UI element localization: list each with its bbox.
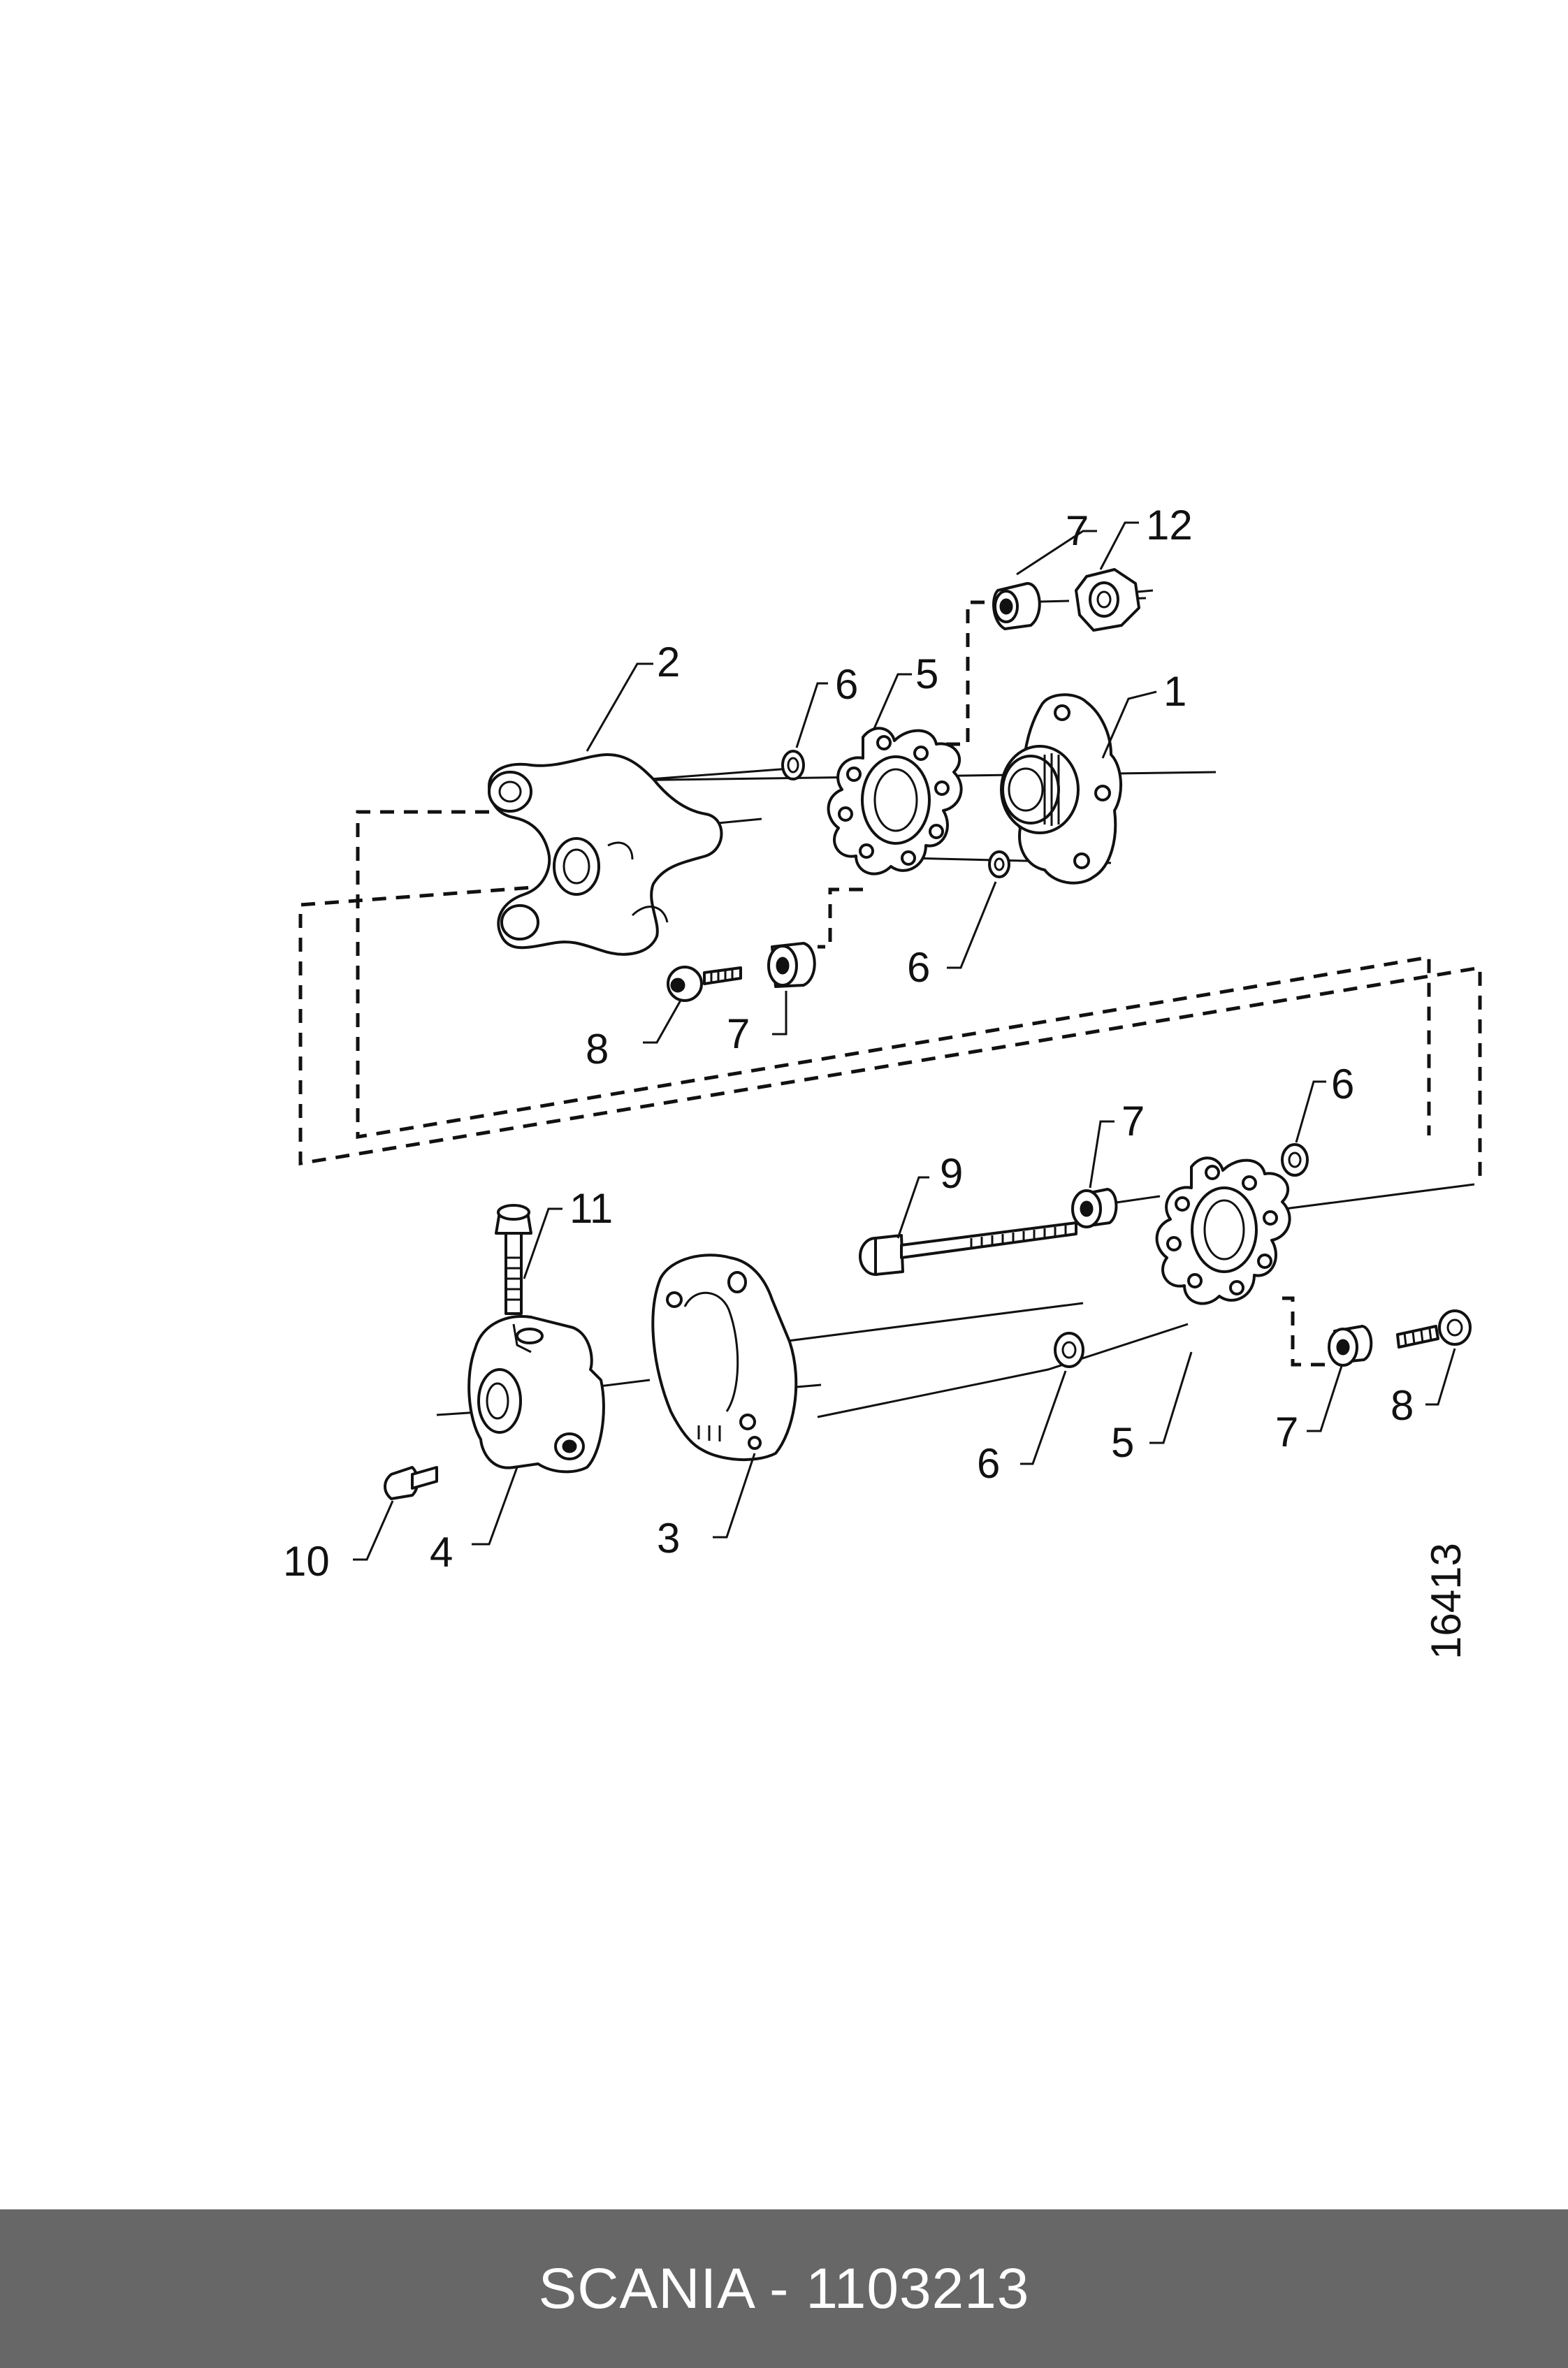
part-1-threaded-flange — [1000, 693, 1123, 885]
part-2-yoke — [488, 753, 723, 956]
exploded-parts-diagram: 1 2 3 4 5 5 6 6 6 6 7 7 7 7 8 8 9 10 11 … — [283, 502, 1482, 1659]
callout-5-bottom: 5 — [1111, 1419, 1134, 1466]
callout-11: 11 — [569, 1185, 613, 1232]
callout-7-bottom-right: 7 — [1275, 1409, 1298, 1455]
footer-bar: SCANIA - 1103213 — [0, 2209, 1568, 2368]
drawing-number: 16413 — [1423, 1543, 1469, 1659]
callout-7-bottom-mid: 7 — [1121, 1098, 1145, 1145]
callout-2: 2 — [657, 639, 680, 685]
part-7-collar-nut-top-left — [767, 942, 816, 988]
callout-12: 12 — [1146, 502, 1193, 549]
callout-8-bottom: 8 — [1391, 1382, 1414, 1429]
callout-leaders — [353, 521, 1456, 1561]
callout-7-top: 7 — [1066, 507, 1089, 554]
part-11-bolt — [495, 1204, 532, 1315]
callout-1: 1 — [1163, 668, 1186, 715]
callout-4: 4 — [430, 1529, 453, 1576]
callout-3: 3 — [657, 1515, 680, 1562]
part-6-washer-bottom-right — [1281, 1143, 1309, 1177]
part-4-bearing-block — [467, 1315, 605, 1474]
part-8-screw-bottom — [1396, 1309, 1472, 1349]
part-7-collar-nut-bottom-right — [1328, 1325, 1373, 1367]
callout-10: 10 — [283, 1538, 330, 1585]
part-caption: SCANIA - 1103213 — [539, 2256, 1030, 2322]
part-9-long-bolt — [859, 1221, 1077, 1276]
part-12-hex-nut — [1075, 568, 1140, 632]
callout-8-top: 8 — [586, 1026, 609, 1073]
part-6-washer-bottom-left — [1054, 1332, 1084, 1368]
part-5-flange-top — [827, 727, 963, 876]
callout-7-top-left: 7 — [727, 1010, 750, 1057]
part-5-flange-bottom — [1155, 1156, 1291, 1305]
part-6-washer-top-right — [988, 850, 1010, 878]
part-3-flange-yoke — [651, 1254, 798, 1461]
callout-6-bottom-left: 6 — [977, 1440, 1000, 1487]
part-7-nut-top — [992, 582, 1041, 630]
part-8-screw-top — [667, 966, 742, 1002]
part-number: 1103213 — [806, 2256, 1030, 2320]
callout-9: 9 — [940, 1150, 963, 1197]
part-6-washer-top-left — [781, 750, 805, 780]
assembly-dashed-lines — [298, 600, 1482, 1367]
part-7-collar-nut-bottom-mid — [1071, 1188, 1118, 1228]
part-10-bolt — [384, 1466, 438, 1500]
brand-name: SCANIA — [538, 2256, 753, 2320]
caption-separator: - — [753, 2256, 806, 2320]
callout-5-top: 5 — [915, 651, 938, 697]
callout-6-bottom-right: 6 — [1331, 1061, 1354, 1107]
callout-labels: 1 2 3 4 5 5 6 6 6 6 7 7 7 7 8 8 9 10 11 … — [283, 502, 1469, 1659]
callout-6-top-left: 6 — [835, 661, 858, 708]
axis-lines — [436, 589, 1475, 1418]
callout-6-top-right: 6 — [907, 944, 930, 991]
